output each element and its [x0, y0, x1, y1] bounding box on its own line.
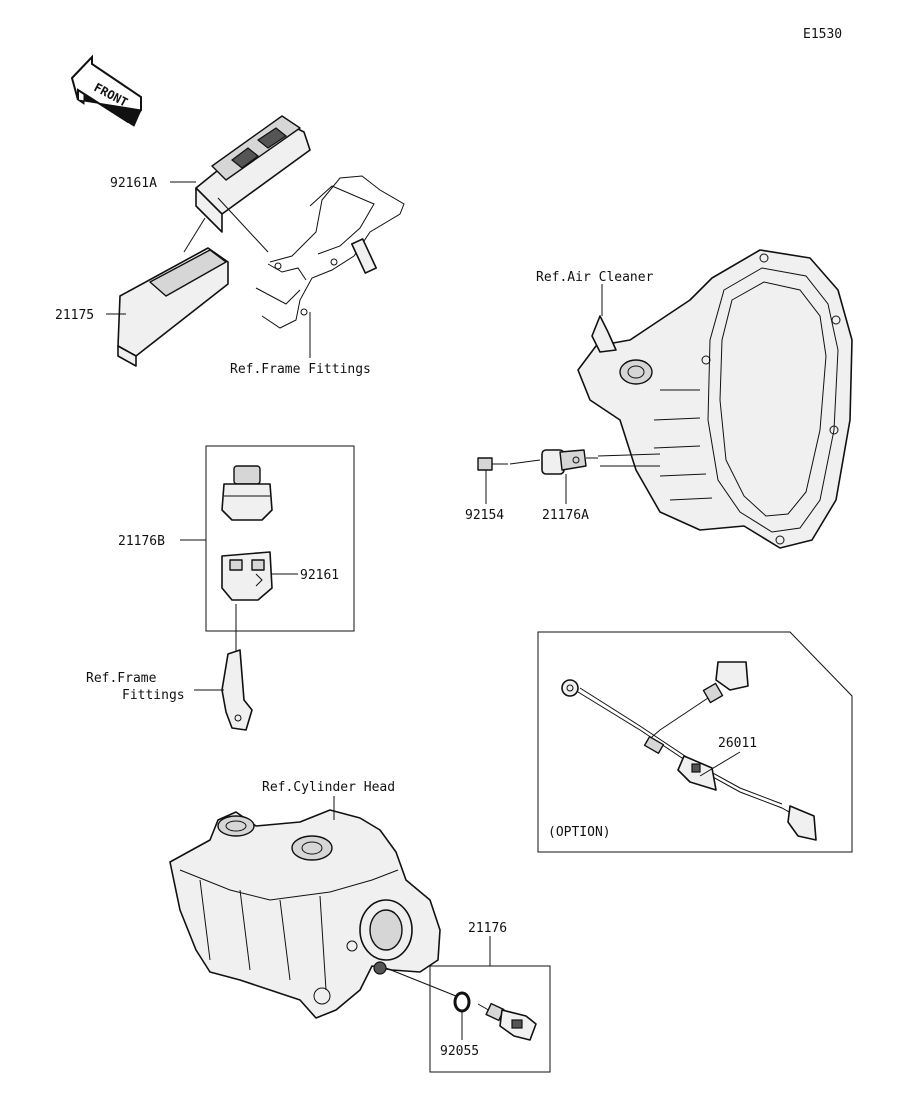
callout-ref-cylinder-head: Ref.Cylinder Head [262, 780, 395, 795]
callout-21176: 21176 [468, 921, 507, 936]
part-26011-harness-icon [561, 661, 817, 841]
callout-92161: 92161 [300, 568, 339, 583]
leader-sensor-to-housing [597, 453, 661, 457]
callout-ref-air-cleaner: Ref.Air Cleaner [536, 270, 654, 285]
option-label: (OPTION) [548, 825, 611, 840]
callout-21176B: 21176B [118, 534, 165, 549]
air-cleaner-housing-icon [577, 249, 853, 549]
callout-21176A: 21176A [542, 508, 589, 523]
part-21175-ecu-icon [117, 247, 229, 367]
callout-92154: 92154 [465, 508, 504, 523]
callout-92055: 92055 [440, 1044, 479, 1059]
leader-o-ring-to-head [385, 967, 457, 997]
part-21176A-sensor-icon [541, 449, 598, 475]
diagram-code: E1530 [803, 27, 842, 42]
part-92154-bolt-icon [477, 457, 508, 471]
callout-21175: 21175 [55, 308, 94, 323]
part-21176B-sensor-icon [221, 465, 273, 521]
group-box-option [537, 631, 853, 853]
part-21176-temp-sensor-icon [477, 1002, 537, 1041]
frame-bracket-icon [255, 175, 405, 329]
front-arrow-icon: FRONT [70, 54, 142, 127]
callout-ref-frame-fittings-top: Ref.Frame Fittings [230, 362, 371, 377]
callout-26011: 26011 [718, 736, 757, 751]
ecu-bracket-assembly [106, 115, 405, 367]
part-92055-o-ring-icon [453, 991, 471, 1013]
cylinder-head-icon [169, 809, 441, 1019]
frame-small-bracket-icon [221, 649, 253, 731]
callout-92161A: 92161A [110, 176, 157, 191]
leader-92161A-to-bracket [217, 197, 269, 253]
leader-bolt-to-sensor [509, 459, 541, 465]
leader-26011 [699, 751, 741, 777]
callout-fittings: Fittings [122, 688, 185, 703]
part-92161A-holder-icon [195, 115, 311, 233]
part-92161-holder-icon [221, 551, 273, 601]
leader-ecu-dash [183, 217, 206, 253]
group-box-21176B [205, 445, 355, 632]
callout-ref-frame: Ref.Frame [86, 671, 157, 686]
